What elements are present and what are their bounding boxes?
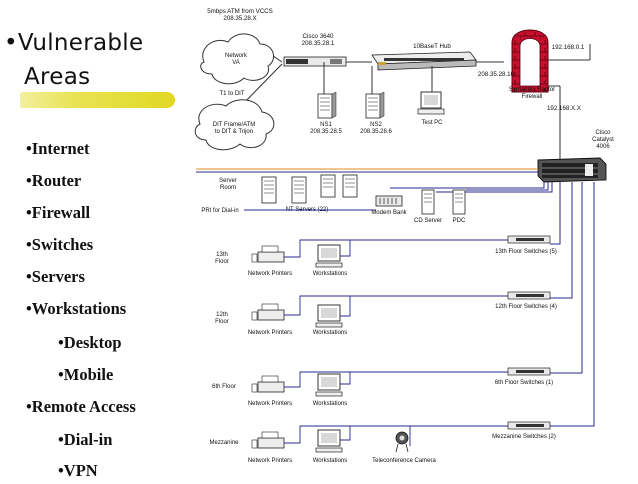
workstation-icon <box>315 244 343 268</box>
bullet-desktop: •Desktop <box>58 333 122 352</box>
teleconference-camera-icon <box>395 431 409 453</box>
bullet-firewall: •Firewall <box>26 203 91 222</box>
fw-ip-hub: 208.35.28.10 <box>478 71 515 78</box>
atm-label-1: 5mbps ATM from VCCS <box>207 8 273 15</box>
bullet-workstations: •Workstations <box>26 299 127 318</box>
cloud-network-va: Network VA <box>200 33 275 85</box>
server-ns2-icon: NS2 208.35.28.6 <box>360 91 393 135</box>
router-label-2: 208.35.28.1 <box>302 40 335 47</box>
workstation-icon <box>315 373 343 397</box>
t1-label: T1 to DIT <box>219 91 244 97</box>
modem-bank-icon: Modem Bank <box>371 195 408 216</box>
floor-6-switch-label: 6th Floor Switches (1) <box>495 380 553 386</box>
floor-12-label-1: 12th <box>216 312 228 318</box>
floor-13-workstations: Workstations <box>313 271 348 277</box>
floor-12-printers: Network Printers <box>248 330 292 336</box>
bullet-router: •Router <box>26 171 82 190</box>
fw-ip-outer: 192.168.0.1 <box>552 44 585 51</box>
title-line-2: Areas <box>24 64 91 90</box>
switch-icon <box>507 367 551 376</box>
trunk-lines <box>196 168 595 427</box>
floor-12-switch-label: 12th Floor Switches (4) <box>495 304 557 310</box>
hub-icon: 10BaseT Hub <box>371 43 477 71</box>
cd-server-label: CD Server <box>414 218 442 224</box>
mezzanine-printers: Network Printers <box>248 458 292 464</box>
test-pc-label: Test PC <box>421 120 443 126</box>
pdc-icon: PDC <box>452 189 466 224</box>
printer-icon <box>251 375 285 393</box>
fw-name-1: Symantec Raptor <box>509 87 555 93</box>
router-icon: Cisco 3640 208.35.28.1 <box>283 33 347 67</box>
bullet-mobile: •Mobile <box>58 365 114 384</box>
title-line-1: •Vulnerable <box>4 30 144 56</box>
floor-13-switch-label: 13th Floor Switches (5) <box>495 249 557 255</box>
test-pc-icon: Test PC <box>417 91 445 126</box>
floor-6-label: 6th Floor <box>212 384 236 390</box>
floor-6-workstations: Workstations <box>313 401 348 407</box>
floor-12-label-2: Floor <box>215 319 229 325</box>
mezzanine-label: Mezzanine <box>209 440 239 446</box>
printer-icon <box>251 303 285 321</box>
mezzanine-workstations: Workstations <box>313 458 348 464</box>
floor-13-printers: Network Printers <box>248 271 292 277</box>
fw-ip-inner: 192.168.X.X <box>547 105 581 112</box>
bullet-servers: •Servers <box>26 267 85 286</box>
hub-label: 10BaseT Hub <box>413 43 451 50</box>
server-room-label-1: Server <box>219 178 237 184</box>
switch-icon <box>507 235 551 244</box>
cloud1-label-2: VA <box>232 60 240 66</box>
floor-12-workstations: Workstations <box>313 330 348 336</box>
mezzanine-switch-label: Mezzanine Switches (2) <box>492 434 556 440</box>
catalyst-label-3: 4006 <box>596 144 610 150</box>
printer-icon <box>251 245 285 263</box>
teleconference-label: Teleconference Camera <box>372 458 436 464</box>
bullet-list: •Internet •Router •Firewall •Switches •S… <box>0 0 180 480</box>
modem-bank-label: Modem Bank <box>371 210 407 216</box>
switch-icon <box>507 291 551 300</box>
cloud-dit-frame: DIT Frame/ATM to DIT & Trijon <box>194 99 275 151</box>
title-highlight-bar <box>20 92 175 108</box>
cisco-catalyst-icon: Cisco Catalyst 4006 <box>537 130 614 183</box>
cloud2-label-2: to DIT & Trijon <box>215 129 253 135</box>
network-diagram: Network VA 5mbps ATM from VCCS 208.35.28… <box>178 0 638 479</box>
atm-label-2: 208.35.28.X <box>223 15 256 22</box>
firewall-icon: 192.168.0.1 208.35.28.10 Symantec Raptor… <box>478 29 585 112</box>
workstation-icon <box>315 304 343 328</box>
router-label-1: Cisco 3640 <box>303 33 335 40</box>
catalyst-label-2: Catalyst <box>592 137 614 143</box>
cloud1-label-1: Network <box>225 53 248 59</box>
ns2-label-2: 208.35.28.6 <box>360 129 392 135</box>
bullet-vpn: •VPN <box>58 461 98 480</box>
printer-icon <box>251 431 285 449</box>
ns1-label-2: 208.35.28.5 <box>310 129 342 135</box>
network-diagram-svg: Network VA 5mbps ATM from VCCS 208.35.28… <box>194 8 614 464</box>
pri-dialin-label: PRI for Dial-in <box>201 208 238 214</box>
floor-13th: 13th Floor Network Printers Workstations <box>215 235 557 277</box>
workstation-icon <box>315 429 343 453</box>
slide-title: •Vulnerable Areas <box>4 26 174 124</box>
floor-13-label-2: Floor <box>215 259 229 265</box>
cloud2-label-1: DIT Frame/ATM <box>213 122 255 128</box>
bullet-remote-access: •Remote Access <box>26 397 136 416</box>
floor-6-printers: Network Printers <box>248 401 292 407</box>
switch-icon <box>507 421 551 430</box>
fw-name-2: Firewall <box>522 94 543 100</box>
cd-server-icon: CD Server <box>414 189 442 224</box>
ns1-label-1: NS1 <box>320 122 332 128</box>
floor-mezzanine: Mezzanine Network Printers Workstations <box>209 421 556 464</box>
floor-6th: 6th Floor Network Printers Workstations <box>212 367 553 407</box>
catalyst-label-1: Cisco <box>595 130 611 136</box>
bullet-dial-in: •Dial-in <box>58 430 113 449</box>
floor-12th: 12th Floor Network Printers Workstations <box>215 291 557 336</box>
server-room-label-2: Room <box>220 185 236 191</box>
server-ns1-icon: NS1 208.35.28.5 <box>310 91 343 135</box>
ns2-label-1: NS2 <box>370 122 382 128</box>
bullet-internet: •Internet <box>26 139 90 158</box>
floor-13-label-1: 13th <box>216 252 228 258</box>
bullet-switches: •Switches <box>26 235 94 254</box>
pdc-label: PDC <box>453 218 466 224</box>
nt-servers-icon: NT Servers (22) <box>261 174 358 213</box>
